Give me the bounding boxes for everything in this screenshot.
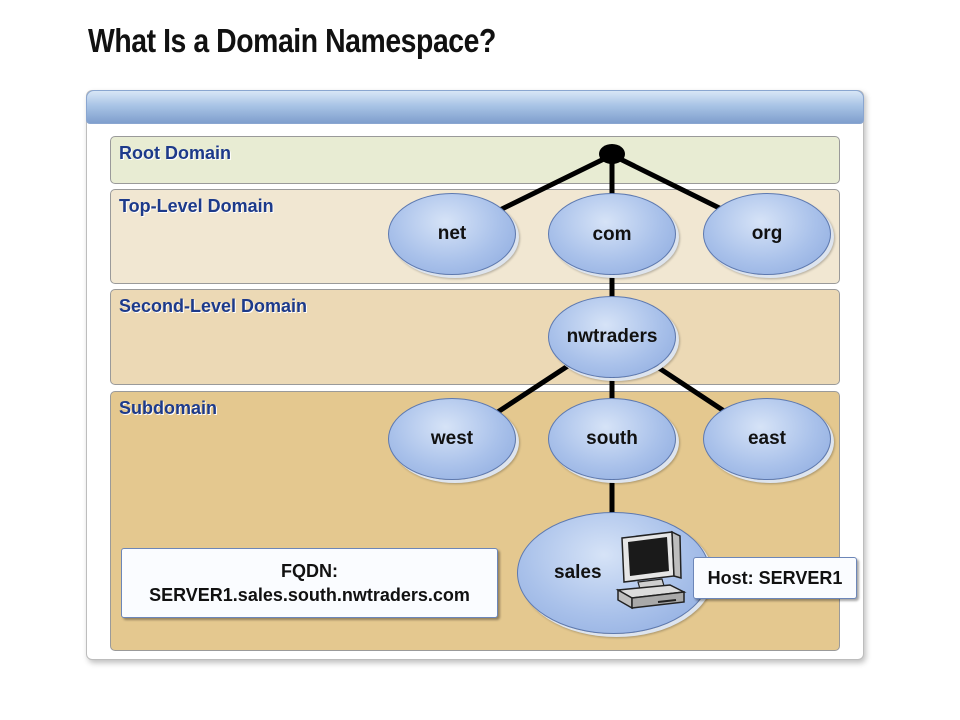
node-net: net xyxy=(388,193,516,275)
node-east: east xyxy=(703,398,831,480)
frame-header-bar xyxy=(86,90,864,124)
node-org: org xyxy=(703,193,831,275)
node-nwtraders: nwtraders xyxy=(548,296,676,378)
slide-title: What Is a Domain Namespace? xyxy=(88,22,496,59)
root-domain-label: Root Domain xyxy=(119,143,231,163)
second-level-domain-band: Second-Level Domain xyxy=(110,289,840,385)
fqdn-value: SERVER1.sales.south.nwtraders.com xyxy=(149,585,470,605)
top-level-domain-label: Top-Level Domain xyxy=(119,196,274,216)
host-box: Host: SERVER1 xyxy=(693,557,857,599)
computer-icon xyxy=(615,530,687,610)
node-south: south xyxy=(548,398,676,480)
subdomain-label: Subdomain xyxy=(119,398,217,418)
node-west: west xyxy=(388,398,516,480)
root-node xyxy=(599,144,625,164)
root-domain-band: Root Domain xyxy=(110,136,840,184)
second-level-domain-label: Second-Level Domain xyxy=(119,296,308,316)
fqdn-box: FQDN: SERVER1.sales.south.nwtraders.com xyxy=(121,548,498,618)
fqdn-label: FQDN: xyxy=(281,561,338,581)
host-label: Host: SERVER1 xyxy=(707,568,843,588)
node-com: com xyxy=(548,193,676,275)
